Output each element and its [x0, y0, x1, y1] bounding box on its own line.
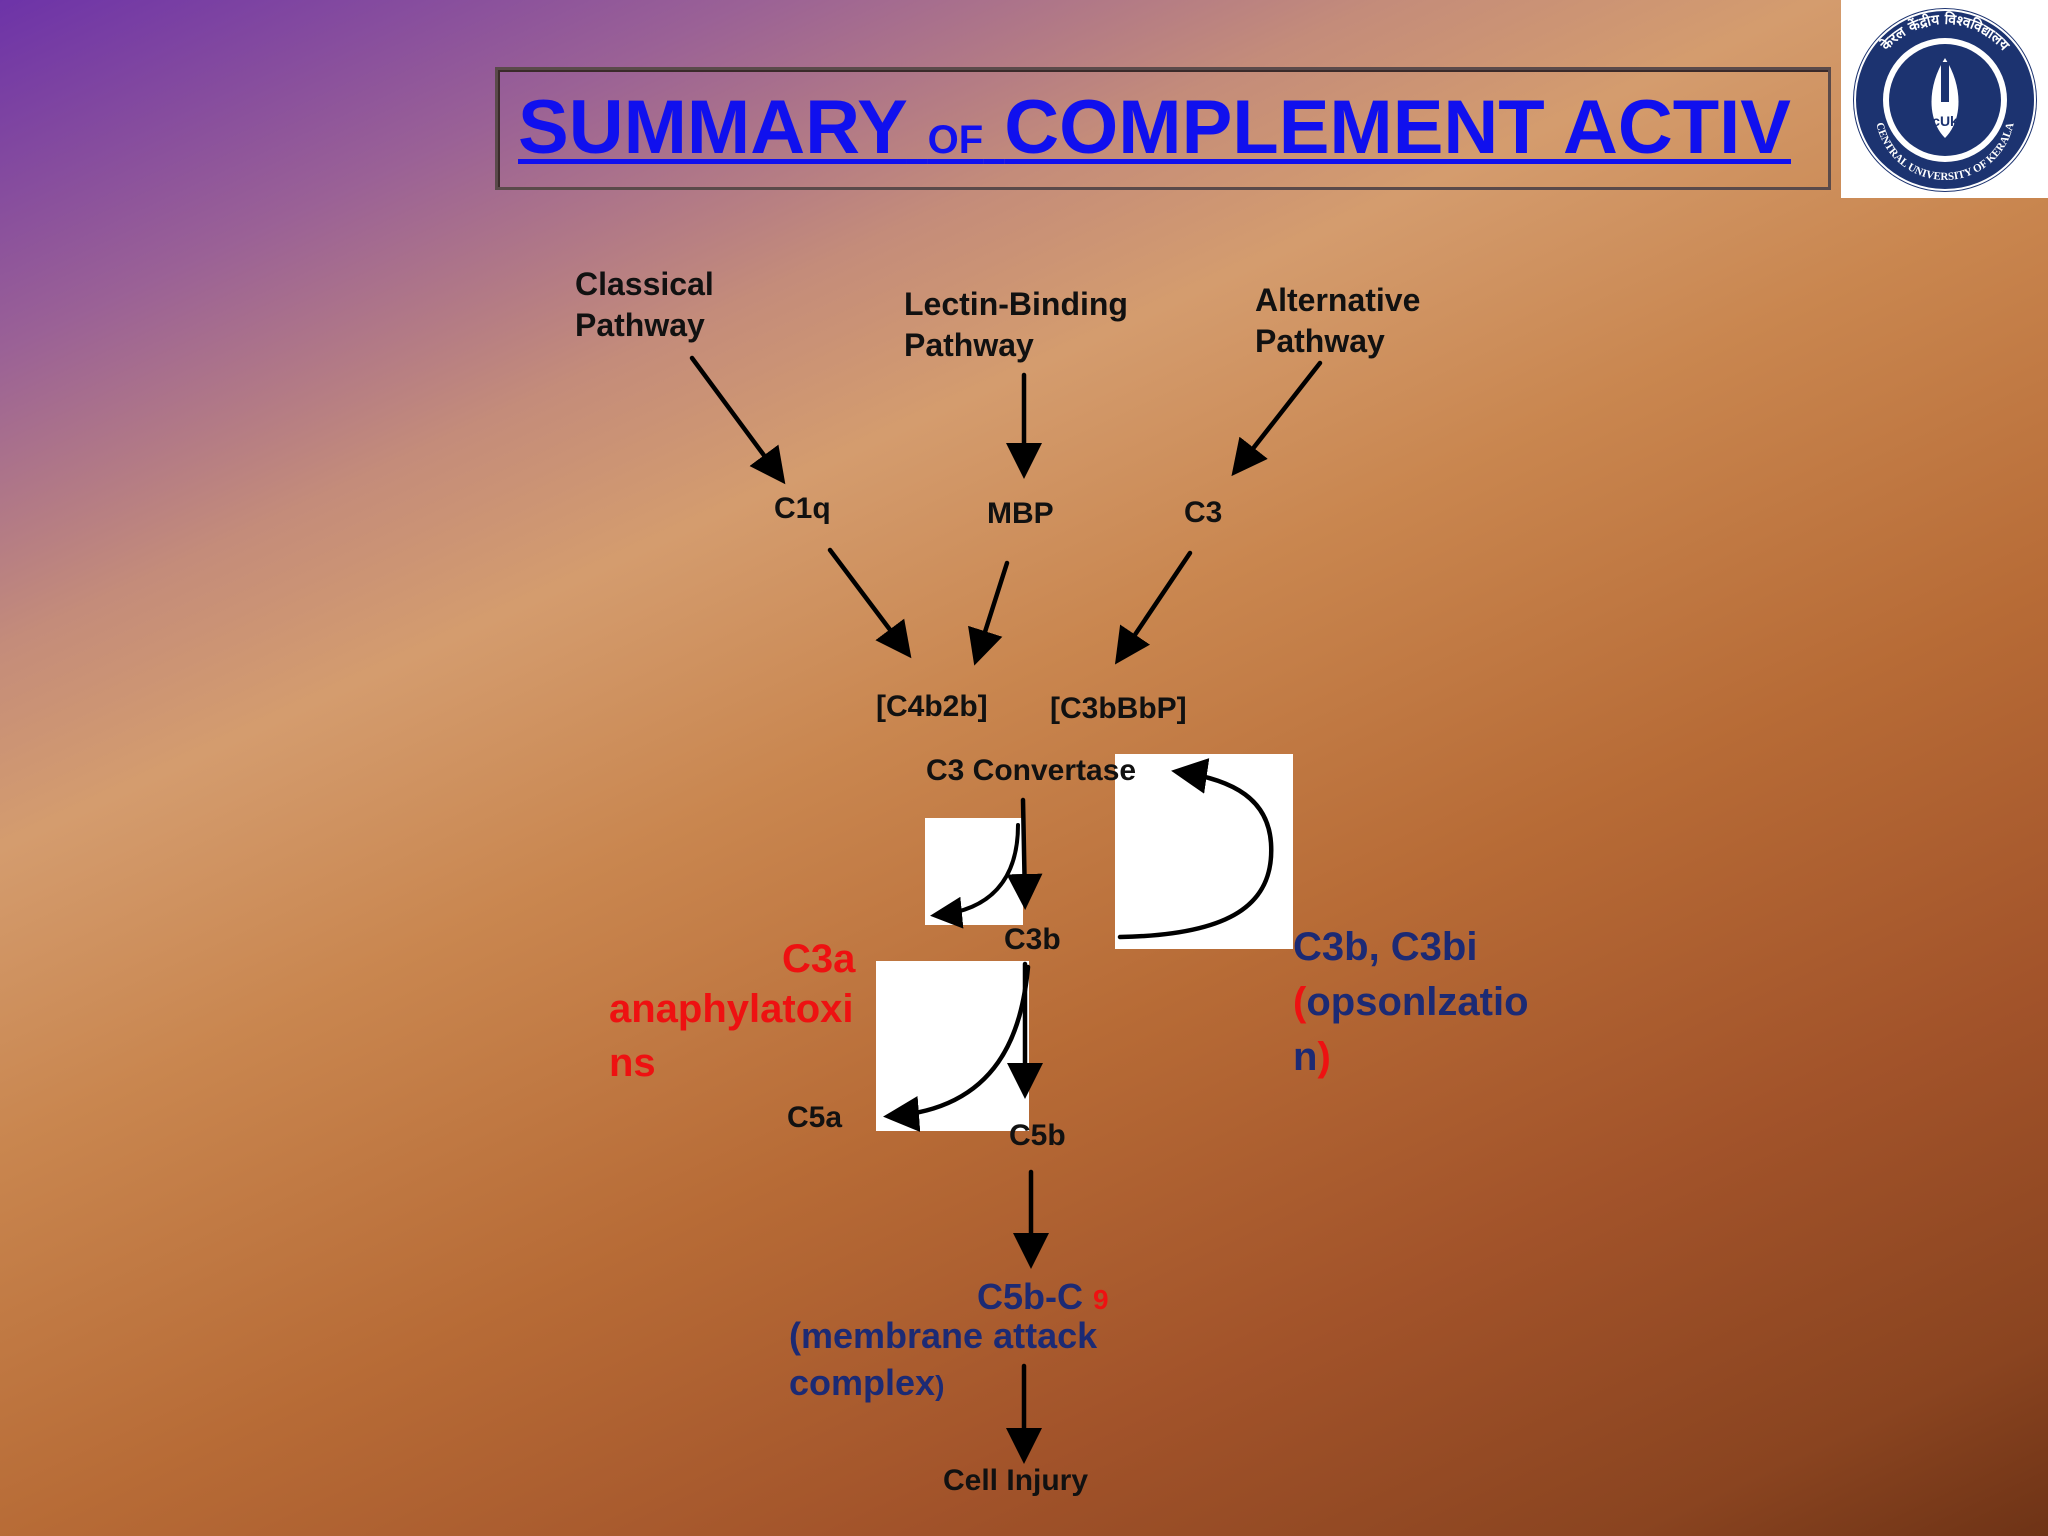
lectin-line1: Lectin-Binding: [904, 286, 1128, 322]
anaphylatoxins-label: anaphylatoxi ns: [609, 982, 854, 1090]
alternative-line1: Alternative: [1255, 282, 1421, 318]
lectin-pathway-label: Lectin-Binding Pathway: [904, 284, 1128, 366]
mac-line3: complex): [789, 1359, 1097, 1409]
node-c5b: C5b: [1009, 1119, 1066, 1152]
logo-monogram: cUk: [1932, 113, 1958, 129]
arrow-alternative-to-c3: [1231, 360, 1323, 477]
mac-line2: (membrane attack: [789, 1315, 1098, 1356]
opsonization-close-paren: ): [1317, 1035, 1331, 1079]
node-c3-convertase: C3 Convertase: [926, 754, 1137, 787]
mac-line3-paren: ): [935, 1370, 945, 1401]
node-cell-injury: Cell Injury: [943, 1464, 1089, 1497]
title-box: SUMMARY OF COMPLEMENT ACTIV: [495, 67, 1831, 190]
alternative-line2: Pathway: [1255, 323, 1385, 359]
logo-emblem-icon: केरल केंद्रीय विश्वविद्यालय CENTRAL UNIV…: [1853, 8, 2037, 192]
curved-arrow-to-c3a: [930, 823, 1020, 929]
arrow-c1q-to-c4b2b: [827, 547, 912, 659]
lectin-line2: Pathway: [904, 327, 1034, 363]
title-part2: OF: [927, 118, 984, 162]
slide-title: SUMMARY OF COMPLEMENT ACTIV: [518, 90, 1791, 166]
classical-line2: Pathway: [575, 307, 705, 343]
mac-label-line1: C5b-C 9: [977, 1275, 1109, 1318]
opsonization-label: C3b, C3bi (opsonlzatio n): [1293, 920, 1529, 1085]
anaphylatoxins-line2: ns: [609, 1041, 656, 1085]
opsonization-line2-text: opsonlzatio: [1306, 980, 1529, 1024]
mac-label: (membrane attack complex): [789, 1312, 1097, 1409]
node-c5a: C5a: [787, 1101, 843, 1134]
node-c1q: C1q: [774, 492, 831, 525]
node-c4b2b: [C4b2b]: [876, 690, 988, 723]
title-part3: COMPLEMENT ACTIV: [1004, 85, 1791, 170]
mac-line1-sub: 9: [1093, 1284, 1109, 1315]
opsonization-line2: (opsonlzatio: [1293, 975, 1529, 1030]
university-logo: केरल केंद्रीय विश्वविद्यालय CENTRAL UNIV…: [1841, 0, 2048, 198]
node-mbp: MBP: [987, 497, 1054, 530]
arrow-convertase-to-c3b: [1006, 797, 1043, 910]
node-c3b: C3b: [1004, 923, 1061, 956]
arrow-classical-to-c1q: [689, 355, 786, 485]
title-part1: SUMMARY: [518, 85, 907, 170]
anaphylatoxins-line1: anaphylatoxi: [609, 987, 854, 1031]
classical-pathway-label: Classical Pathway: [575, 264, 714, 346]
opsonization-line3: n): [1293, 1030, 1529, 1085]
classical-line1: Classical: [575, 266, 714, 302]
alternative-pathway-label: Alternative Pathway: [1255, 280, 1420, 362]
mac-line1-text: C5b-C: [977, 1276, 1083, 1317]
arrow-mbp-to-c4b2b: [968, 560, 1010, 666]
curved-arrow-to-c5a: [883, 964, 1031, 1132]
arrow-c3-to-c3bbbp: [1114, 550, 1193, 665]
curved-arrow-feedback-to-convertase: [1117, 758, 1274, 940]
opsonization-line1: C3b, C3bi: [1293, 925, 1478, 969]
opsonization-line3-text: n: [1293, 1035, 1318, 1079]
opsonization-open-paren: (: [1293, 980, 1307, 1024]
mac-line3-text: complex: [789, 1362, 936, 1403]
node-c3bbbp: [C3bBbP]: [1050, 692, 1187, 725]
c3a-label: C3a: [782, 937, 856, 981]
node-c3: C3: [1184, 496, 1223, 529]
